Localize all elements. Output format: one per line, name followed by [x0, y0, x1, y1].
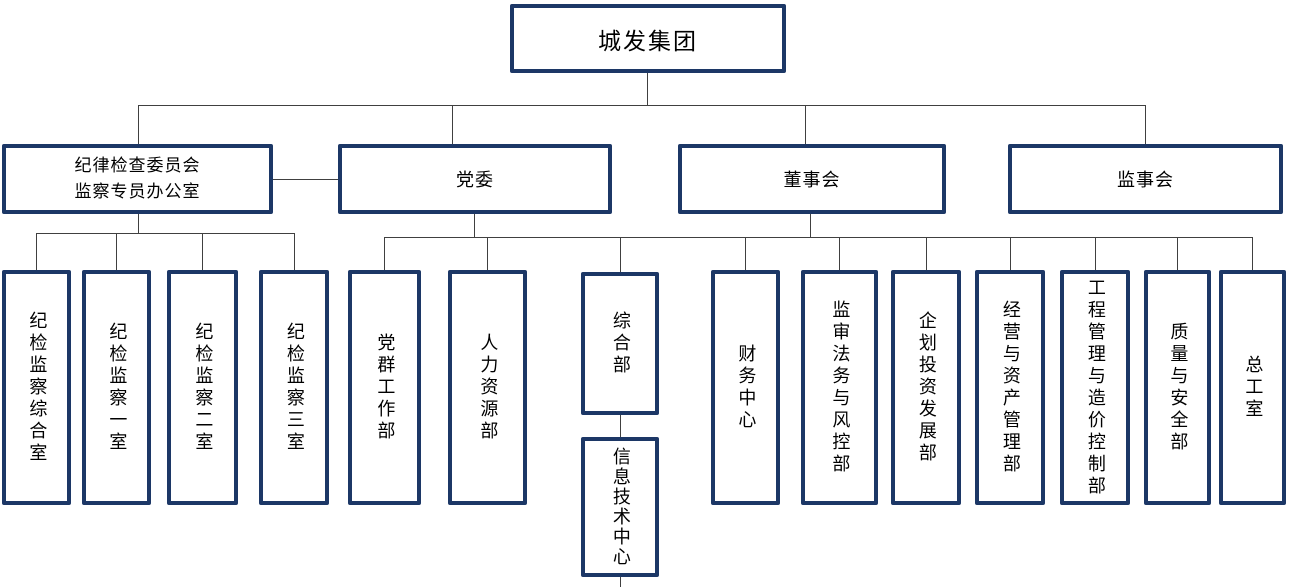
connector-drop-finance: [745, 237, 746, 270]
connector-cross-link: [273, 179, 338, 180]
connector-bus-discipline: [36, 233, 294, 234]
node-label: 监审法务与风控部: [829, 299, 851, 476]
node-label: 总工室: [1242, 354, 1264, 421]
node-board-of-directors: 董事会: [678, 144, 946, 214]
connector-drop-discipline-committee: [138, 105, 139, 144]
connector-drop-board-of-directors: [805, 105, 806, 144]
node-label: 纪检监察二室: [192, 321, 214, 454]
connector-drop-discipline-office-1: [116, 233, 117, 270]
node-board-of-supervisors: 监事会: [1008, 144, 1283, 214]
connector-bus-departments: [384, 237, 1253, 238]
node-discipline-office-3: 纪检监察三室: [259, 270, 329, 505]
node-label: 经营与资产管理部: [999, 299, 1021, 476]
connector-trunk: [647, 73, 648, 105]
connector-tail: [620, 577, 621, 587]
node-label: 监事会: [1117, 170, 1174, 191]
node-quality-safety-dept: 质量与安全部: [1144, 270, 1211, 505]
connector-general-to-it: [620, 415, 621, 437]
node-operation-asset-dept: 经营与资产管理部: [975, 270, 1045, 505]
node-label: 纪检监察综合室: [26, 310, 48, 465]
node-label: 纪律检查委员会 监察专员办公室: [74, 155, 201, 202]
connector-riser-discipline: [138, 214, 139, 233]
connector-bus-level2: [138, 105, 1146, 106]
connector-drop-discipline-office-2: [202, 233, 203, 270]
connector-drop-general-dept: [620, 237, 621, 272]
node-planning-investment-dept: 企划投资发展部: [891, 270, 961, 505]
connector-drop-audit-legal-risk: [839, 237, 840, 270]
connector-riser-party: [474, 214, 475, 237]
node-audit-legal-risk-dept: 监审法务与风控部: [801, 270, 878, 505]
node-label: 党委: [456, 170, 494, 191]
node-party-committee: 党委: [338, 144, 612, 214]
node-label: 城发集团: [598, 28, 698, 55]
connector-riser-board: [810, 214, 811, 237]
node-label: 企划投资发展部: [915, 310, 937, 465]
node-chief-engineer-office: 总工室: [1219, 270, 1286, 505]
connector-drop-party-committee: [452, 105, 453, 144]
node-label: 党群工作部: [374, 332, 396, 443]
connector-drop-board-of-supervisors: [1145, 105, 1146, 144]
connector-drop-planning-investment: [926, 237, 927, 270]
connector-drop-operation-asset: [1010, 237, 1011, 270]
node-label: 人力资源部: [477, 332, 499, 443]
node-label: 综合部: [609, 310, 631, 377]
connector-drop-discipline-general-office: [36, 233, 37, 270]
node-discipline-office-1: 纪检监察一室: [82, 270, 151, 505]
node-discipline-general-office: 纪检监察综合室: [2, 270, 71, 505]
connector-drop-quality-safety: [1177, 237, 1178, 270]
node-label: 财务中心: [735, 343, 757, 432]
node-chengfa-group: 城发集团: [510, 4, 786, 73]
node-label: 质量与安全部: [1167, 321, 1189, 454]
connector-drop-party-mass-work: [384, 237, 385, 270]
node-discipline-inspection-committee: 纪律检查委员会 监察专员办公室: [2, 144, 273, 214]
node-label: 纪检监察三室: [283, 321, 305, 454]
connector-drop-hr: [487, 237, 488, 270]
node-label: 工程管理与造价控制部: [1084, 277, 1106, 498]
node-general-dept: 综合部: [581, 272, 659, 415]
connector-drop-discipline-office-3: [294, 233, 295, 270]
connector-drop-chief-engineer: [1252, 237, 1253, 270]
node-engineering-cost-dept: 工程管理与造价控制部: [1060, 270, 1130, 505]
node-it-center: 信息技术中心: [581, 437, 659, 577]
node-label: 纪检监察一室: [106, 321, 128, 454]
node-party-mass-work-dept: 党群工作部: [348, 270, 421, 505]
node-label: 董事会: [783, 170, 841, 191]
node-label: 信息技术中心: [609, 447, 631, 567]
node-finance-center: 财务中心: [711, 270, 780, 505]
node-hr-dept: 人力资源部: [448, 270, 527, 505]
node-discipline-office-2: 纪检监察二室: [167, 270, 238, 505]
connector-drop-engineering-cost: [1095, 237, 1096, 270]
